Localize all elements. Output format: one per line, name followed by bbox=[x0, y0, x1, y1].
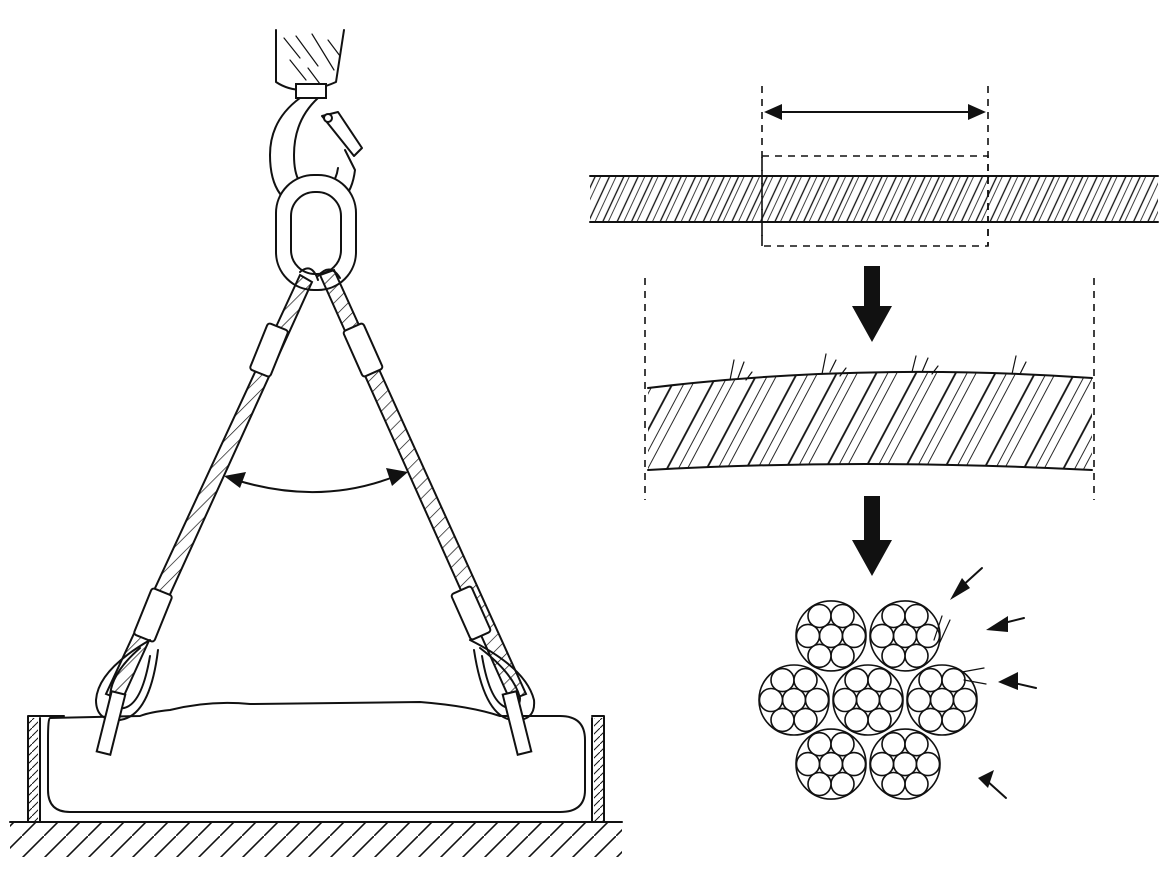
wire bbox=[904, 603, 929, 629]
wire bbox=[918, 667, 943, 693]
wire bbox=[793, 707, 818, 733]
load-container bbox=[27, 715, 605, 823]
wire bbox=[844, 707, 869, 733]
wire bbox=[892, 623, 918, 649]
wire bbox=[881, 771, 906, 797]
crane-hook-icon bbox=[269, 29, 363, 212]
sling-lifting-load bbox=[9, 29, 623, 857]
wire bbox=[915, 623, 941, 649]
pointer-arrow-icon bbox=[950, 567, 1037, 799]
wire-rope-segment bbox=[589, 155, 1159, 247]
wire bbox=[818, 751, 844, 777]
wire bbox=[804, 687, 830, 713]
wire bbox=[855, 687, 881, 713]
wire bbox=[918, 707, 943, 733]
sling-angle-arc bbox=[224, 468, 408, 494]
wire bbox=[929, 687, 955, 713]
thimble-icon bbox=[95, 639, 536, 756]
wire bbox=[869, 623, 895, 649]
wire bbox=[841, 751, 867, 777]
wire bbox=[770, 667, 795, 693]
ferrule-icon bbox=[133, 322, 492, 643]
wire bbox=[904, 771, 929, 797]
ground-hatching bbox=[9, 821, 623, 857]
wire bbox=[795, 623, 821, 649]
down-arrow-icon bbox=[852, 496, 892, 576]
wire bbox=[818, 623, 844, 649]
wire bbox=[892, 751, 918, 777]
wire bbox=[904, 731, 929, 757]
wire bbox=[770, 707, 795, 733]
rope-cross-section-with-broken-wires bbox=[758, 600, 987, 800]
wire bbox=[881, 643, 906, 669]
wire bbox=[830, 731, 855, 757]
wire bbox=[793, 667, 818, 693]
wire bbox=[844, 667, 869, 693]
wire bbox=[807, 603, 832, 629]
wire bbox=[881, 731, 906, 757]
rope-inspection-panel bbox=[589, 86, 1159, 800]
wire bbox=[867, 707, 892, 733]
wire bbox=[867, 667, 892, 693]
wire bbox=[830, 603, 855, 629]
wire bbox=[807, 731, 832, 757]
wire bbox=[904, 643, 929, 669]
down-arrow-icon bbox=[852, 266, 892, 342]
magnified-rope-with-broken-wires bbox=[644, 278, 1095, 500]
wire bbox=[807, 771, 832, 797]
master-link-icon bbox=[275, 174, 357, 291]
wire bbox=[832, 687, 858, 713]
wire bbox=[758, 687, 784, 713]
wire bbox=[830, 771, 855, 797]
wire bbox=[878, 687, 904, 713]
wire bbox=[830, 643, 855, 669]
wire bbox=[807, 643, 832, 669]
wire bbox=[881, 603, 906, 629]
wire bbox=[795, 751, 821, 777]
wire bbox=[906, 687, 932, 713]
wire bbox=[841, 623, 867, 649]
wire bbox=[941, 707, 966, 733]
wire bbox=[869, 751, 895, 777]
load bbox=[47, 701, 586, 813]
wire bbox=[781, 687, 807, 713]
wire bbox=[952, 687, 978, 713]
wire bbox=[915, 751, 941, 777]
